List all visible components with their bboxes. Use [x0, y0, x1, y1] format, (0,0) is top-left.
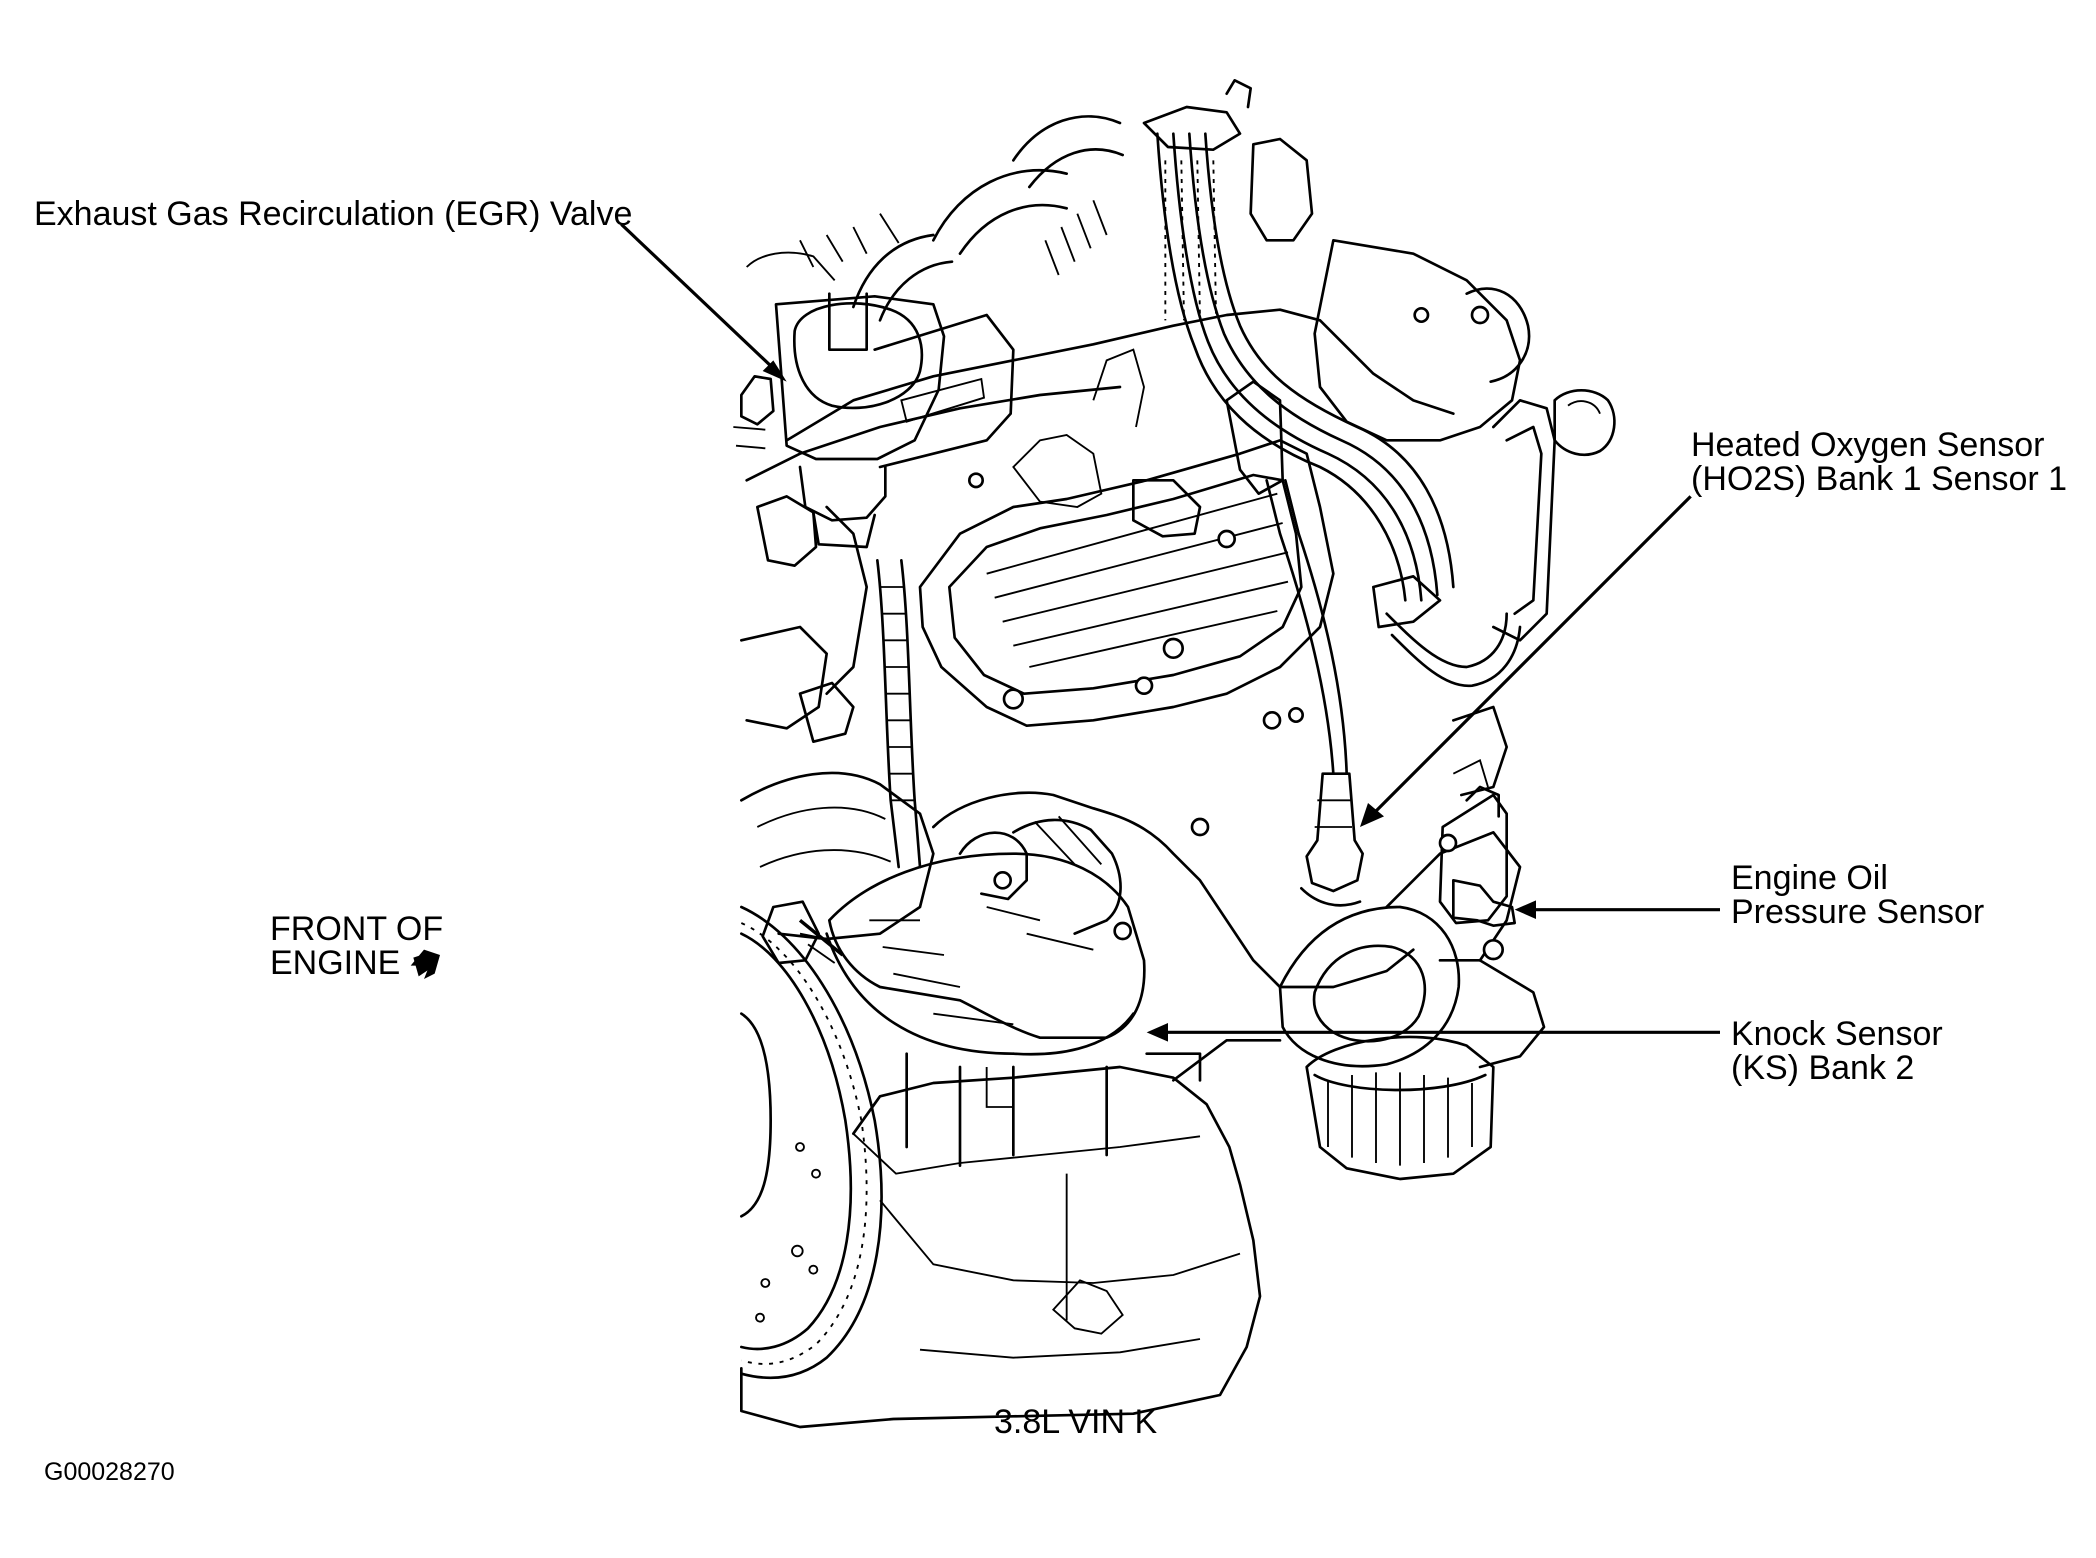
- egr-valve-label: Exhaust Gas Recirculation (EGR) Valve: [34, 195, 633, 233]
- oil-pan-outline: [739, 1065, 1262, 1429]
- figure-id: G00028270: [44, 1458, 175, 1486]
- front-of-engine-label-line-2: ENGINE: [270, 944, 401, 982]
- engine-illustration: [733, 79, 1616, 1429]
- knock-sensor-label-line-2: (KS) Bank 2: [1731, 1049, 1915, 1087]
- exhaust-crossover-pipe: [825, 852, 1146, 1056]
- knock-sensor-arrowhead: [1146, 1023, 1168, 1042]
- oil-pressure-label-line-2: Pressure Sensor: [1731, 893, 1985, 931]
- ho2s-label-line-1: Heated Oxygen Sensor: [1691, 426, 2045, 464]
- egr-valve: [774, 292, 1015, 549]
- intake-runners: [746, 115, 1124, 322]
- oil-filter: [1305, 1035, 1495, 1181]
- egr-arrowhead: [762, 360, 787, 382]
- leader-lines: [620, 223, 1720, 1042]
- flywheel: [739, 905, 883, 1380]
- egr-leader-line: [620, 223, 775, 370]
- oil-pressure-label-line-1: Engine Oil: [1731, 859, 1888, 897]
- ho2s-leader-line: [1369, 495, 1692, 818]
- engine-caption: 3.8L VIN K: [994, 1403, 1158, 1441]
- ho2s-arrowhead: [1360, 803, 1384, 827]
- oil-pressure-arrowhead: [1514, 900, 1536, 919]
- valve-cover: [918, 439, 1335, 727]
- knock-sensor-label-line-1: Knock Sensor: [1731, 1015, 1943, 1053]
- ho2s-sensor: [1265, 479, 1364, 907]
- ho2s-label-line-2: (HO2S) Bank 1 Sensor 1: [1691, 460, 2068, 498]
- spark-plug-wires: [1156, 132, 1455, 629]
- front-of-engine-label-line-1: FRONT OF: [270, 910, 444, 948]
- front-arrow-icon: [410, 949, 440, 979]
